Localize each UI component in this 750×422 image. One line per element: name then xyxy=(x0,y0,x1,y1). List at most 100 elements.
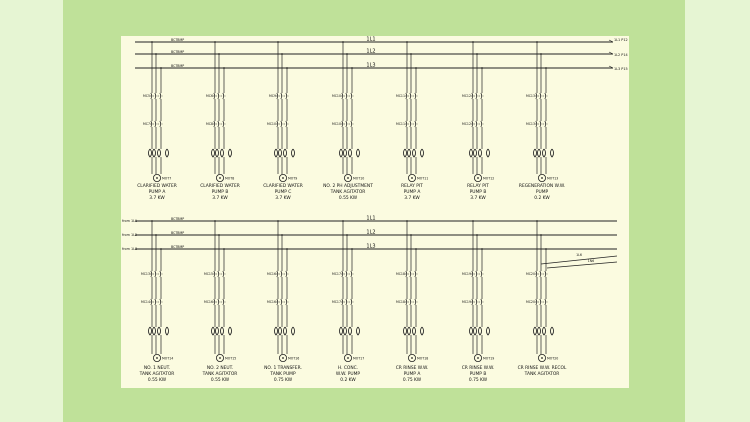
motor-center xyxy=(282,357,284,359)
contactor-contact xyxy=(471,270,474,278)
contactor-contact xyxy=(213,298,216,306)
overload-element xyxy=(356,326,360,336)
contactor-label: MC11 xyxy=(396,122,405,126)
overload-element xyxy=(407,148,411,158)
motor-tag: MOT8 xyxy=(225,177,234,181)
motor-center xyxy=(282,177,284,179)
overload-element xyxy=(157,148,161,158)
motor-center xyxy=(541,177,543,179)
breaker-label: BCTBMP xyxy=(171,231,184,235)
equipment-subtitle: PUMP A xyxy=(404,371,421,377)
motor-symbol xyxy=(343,353,352,362)
overload-element xyxy=(220,148,224,158)
motor-center xyxy=(347,357,349,359)
contactor-label: MC17 xyxy=(332,272,341,276)
overload-element xyxy=(339,148,343,158)
contactor-contact xyxy=(276,298,279,306)
contactor-label: MC8 xyxy=(206,122,213,126)
overload-element xyxy=(473,326,477,336)
equipment-power: 0.55 KW xyxy=(148,377,167,383)
equipment-subtitle: PUMP C xyxy=(275,189,292,195)
overload-element xyxy=(215,148,219,158)
motor-symbol xyxy=(216,173,225,182)
overload-element xyxy=(211,148,215,158)
overload-element xyxy=(274,326,278,336)
contactor-label: MC10 xyxy=(332,122,341,126)
bus-side-label: 1L3 P15 xyxy=(614,67,628,71)
equipment-subtitle: TANK PUMP xyxy=(269,371,296,377)
equipment-subtitle: PUMP B xyxy=(470,371,487,377)
overload-element xyxy=(478,326,482,336)
overload-element xyxy=(165,326,169,336)
contactor-contact xyxy=(471,120,474,128)
equipment-power: 3.7 KW xyxy=(149,195,165,201)
contactor-label: MC20 xyxy=(526,300,535,304)
motor-symbol xyxy=(473,173,482,182)
contactor-label: MC13 xyxy=(526,94,535,98)
contactor-label: MC11 xyxy=(396,94,405,98)
motor-tag: MOT20 xyxy=(547,357,558,361)
contactor-contact xyxy=(276,270,279,278)
contactor-label: MC20 xyxy=(526,272,535,276)
overload-element xyxy=(533,326,537,336)
motor-symbol xyxy=(278,353,287,362)
overload-element xyxy=(486,326,490,336)
motor-tag: MOT11 xyxy=(417,177,428,181)
equipment-power: 3.7 KW xyxy=(275,195,291,201)
equipment-name: CR RINSE W.W. RECOL xyxy=(518,365,567,371)
contactor-contact xyxy=(213,270,216,278)
motor-symbol xyxy=(153,353,162,362)
equipment-name: CLARIFIED WATER xyxy=(200,183,240,189)
motor-center xyxy=(411,177,413,179)
overload-element xyxy=(542,148,546,158)
overload-element xyxy=(157,326,161,336)
breaker-label: BCTBMP xyxy=(171,64,184,68)
contactor-label: MC17 xyxy=(332,300,341,304)
motor-center xyxy=(219,357,221,359)
motor-center xyxy=(156,357,158,359)
overload-element xyxy=(165,148,169,158)
overload-element xyxy=(148,148,152,158)
equipment-power: 0.55 KW xyxy=(211,377,230,383)
contactor-contact xyxy=(405,120,408,128)
overload-element xyxy=(469,148,473,158)
overload-element xyxy=(274,148,278,158)
overload-element xyxy=(228,148,232,158)
overload-element xyxy=(533,148,537,158)
overload-element xyxy=(148,326,152,336)
breaker-label: BCTBMP xyxy=(171,38,184,42)
contactor-label: MC12 xyxy=(462,94,471,98)
contactor-contact xyxy=(341,298,344,306)
equipment-power: 3.7 KW xyxy=(404,195,420,201)
equipment-name: NO. 1 NEUT. xyxy=(144,365,170,371)
equipment-power: 0.75 KW xyxy=(403,377,422,383)
contactor-label: MC10 xyxy=(332,94,341,98)
contactor-contact xyxy=(276,92,279,100)
equipment-name: REGENERATION W.W. xyxy=(519,183,565,189)
equipment-subtitle: PUMP xyxy=(536,189,549,195)
bus-side-label: from 1L3 xyxy=(122,247,137,251)
motor-symbol xyxy=(407,173,416,182)
bus-side-label: from 1L2 xyxy=(122,233,137,237)
contactor-contact xyxy=(150,92,153,100)
contactor-label: MC13 xyxy=(526,122,535,126)
overload-element xyxy=(420,326,424,336)
contactor-contact xyxy=(276,120,279,128)
contactor-label: MC10 xyxy=(267,122,276,126)
contactor-contact xyxy=(535,298,538,306)
motor-center xyxy=(156,177,158,179)
contactor-label: MC19 xyxy=(462,300,471,304)
contactor-contact xyxy=(341,270,344,278)
overload-element xyxy=(211,326,215,336)
bus-label: 1L3 xyxy=(366,63,375,69)
motor-symbol xyxy=(537,353,546,362)
motor-tag: MOT10 xyxy=(353,177,364,181)
overload-element xyxy=(348,326,352,336)
motor-symbol xyxy=(537,173,546,182)
contactor-label: MC16 xyxy=(204,300,213,304)
overload-element xyxy=(291,148,295,158)
